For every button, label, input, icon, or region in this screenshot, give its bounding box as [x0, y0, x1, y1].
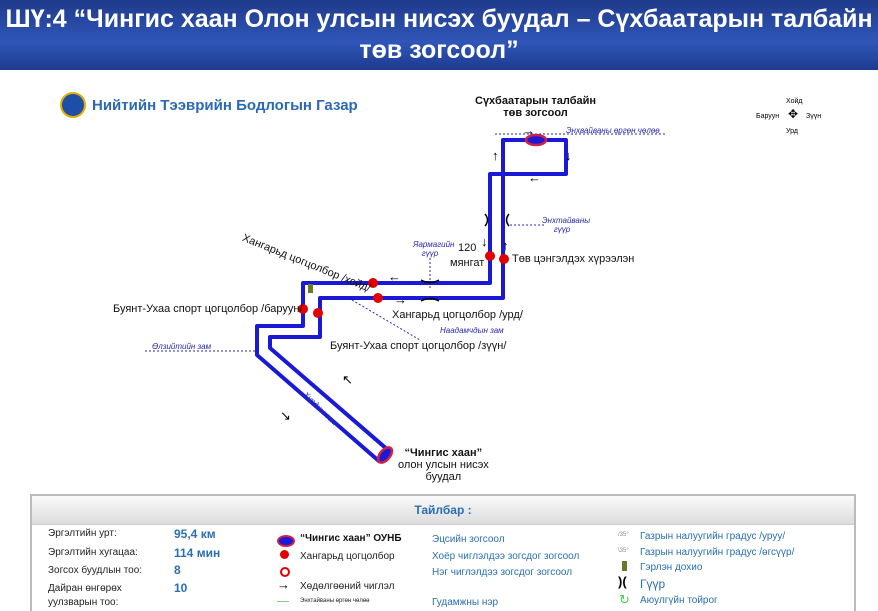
stat-value: 114 мин — [174, 546, 221, 560]
stop-label: Төв цэнгэлдэх хүрээлэн — [512, 253, 635, 265]
stop-label: 120 — [458, 242, 477, 254]
legend-item: Хөдөлгөөний чиглэл — [300, 581, 395, 592]
stop-label: Хангарьд цогцолбор /урд/ — [392, 309, 523, 321]
roundabout-icon: ↻ — [619, 592, 630, 607]
svg-text:←: ← — [388, 269, 401, 284]
legend-item: Эцсийн зогсоол — [432, 534, 505, 545]
route-map: → ↓ ← ↑ ↓ ↑ ← → ↖ ↘ — [145, 123, 665, 464]
street-label: Өлзийтийн зам — [152, 342, 212, 351]
stop-marker — [298, 304, 308, 314]
street-line-icon — [277, 601, 289, 602]
stat-label: Эргэлтийн урт: — [48, 528, 117, 539]
svg-text:↑: ↑ — [492, 148, 499, 163]
bridge-icon: )( — [618, 574, 627, 589]
street-label: Наадамчдын зам — [440, 326, 504, 335]
legend-item: Гүүр — [640, 577, 666, 591]
stop-label: Буянт-Ухаа спорт цогцолбор /баруун/ — [113, 303, 303, 315]
stat-label: Дайран өнгөрөх уулзварын тоо: — [48, 583, 122, 608]
street-label: Яармагийн гүүр — [413, 240, 455, 258]
stat-label: Зогсох буудлын тоо: — [48, 565, 143, 576]
street-line — [351, 299, 421, 341]
svg-text:→: → — [522, 123, 535, 138]
compass-west: Баруун — [756, 113, 780, 120]
legend-item: Энхтайваны өргөн чөлөө — [300, 598, 370, 604]
compass-arrows-icon: ✥ — [788, 107, 799, 121]
legend-item: Газрын налуугийн градус /өгсүүр/ — [640, 547, 795, 558]
legend-item: Гудамжны нэр — [432, 597, 499, 608]
stop-marker — [499, 254, 509, 264]
svg-text:↓: ↓ — [565, 148, 572, 163]
svg-text:↘: ↘ — [280, 408, 291, 423]
direction-arrows: → ↓ ← ↑ ↓ ↑ ← → ↖ ↘ — [280, 123, 572, 423]
traffic-light-icon — [308, 284, 313, 293]
street-label: Энхвайваны өргөн чөлөө — [566, 126, 660, 135]
slope-up-icon: /35° — [618, 532, 629, 538]
bridge-icon — [420, 213, 510, 302]
arrow-right-icon: → — [277, 577, 290, 592]
route-path — [255, 138, 568, 464]
page-title: ШҮ:4 “Чингис хаан Олон улсын нисэх бууда… — [0, 0, 878, 70]
legend-item: “Чингис хаан” ОУНБ — [300, 533, 402, 544]
stop-label: Буянт-Ухаа спорт цогцолбор /зүүн/ — [330, 340, 507, 352]
stop-marker — [373, 293, 383, 303]
legend-title: Тайлбар : — [32, 496, 854, 525]
compass-north: Хойд — [786, 98, 803, 105]
stop-marker — [313, 308, 323, 318]
terminal-icon — [277, 535, 295, 547]
legend-item: Хангарьд цогцолбор — [300, 551, 395, 562]
svg-text:↑: ↑ — [502, 238, 509, 253]
one-way-stop-icon — [280, 567, 290, 577]
stat-value: 8 — [174, 563, 181, 577]
stat-value: 95,4 км — [174, 527, 216, 541]
stat-label: Эргэлтийн хугацаа: — [48, 547, 138, 558]
legend-item: Аюулгүйн тойрог — [640, 595, 718, 606]
logo: Нийтийн Тээврийн Бодлогын Газар — [60, 92, 358, 118]
legend-item: Нэг чиглэлдээ зогсдог зогсоол — [432, 567, 573, 578]
legend-item: Гэрлэн дохио — [640, 562, 703, 573]
terminal-marker — [376, 446, 394, 464]
compass-south: Урд — [786, 128, 798, 135]
stop-label: мянгат — [450, 257, 485, 269]
svg-text:←: ← — [528, 170, 541, 185]
traffic-light-icon — [622, 561, 627, 571]
stat-value: 10 — [174, 581, 188, 595]
svg-text:↖: ↖ — [342, 372, 353, 387]
legend-item: Газрын налуугийн градус /уруу/ — [640, 531, 786, 542]
slope-down-icon: \35° — [618, 548, 629, 554]
terminal-marker — [524, 133, 548, 147]
legend: Тайлбар : — [30, 494, 856, 611]
stop-icon — [280, 550, 289, 559]
seal-icon — [60, 92, 86, 118]
stop-marker — [368, 278, 378, 288]
svg-text:→: → — [394, 292, 407, 307]
street-label: Энхтайваны гүүр — [542, 216, 591, 234]
legend-item: Хоёр чиглэлдээ зогсдог зогсоол — [432, 551, 580, 562]
compass-east: Зүүн — [806, 113, 822, 120]
svg-text:↓: ↓ — [481, 234, 488, 249]
stop-marker — [485, 251, 495, 261]
logo-text: Нийтийн Тээврийн Бодлогын Газар — [92, 96, 358, 114]
